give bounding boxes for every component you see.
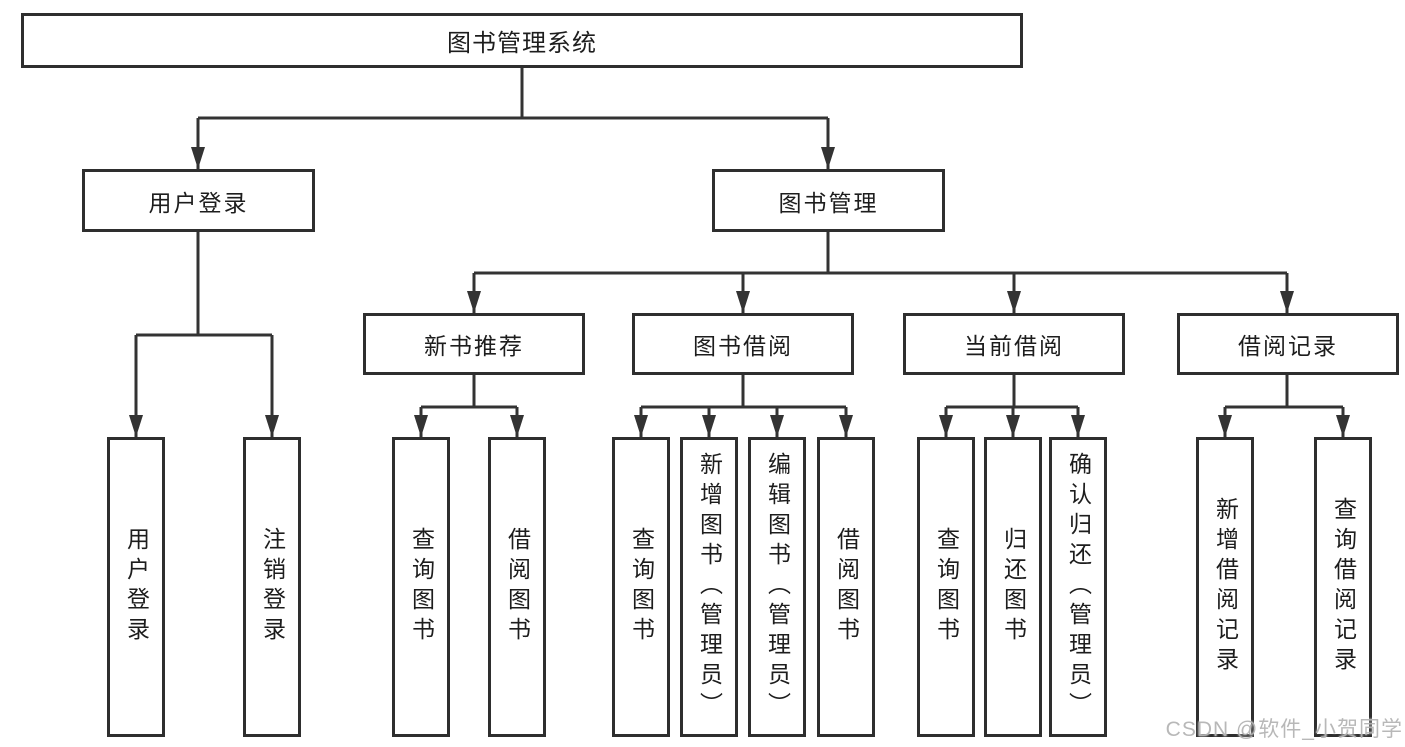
leaf-user-login: 用户登录: [107, 437, 165, 737]
leaf-edit-books-admin: 编辑图书（管理员）: [748, 437, 806, 737]
leaf-add-books-admin: 新增图书（管理员）: [680, 437, 738, 737]
leaf-logout: 注销登录: [243, 437, 301, 737]
watermark: CSDN @软件_小贺同学: [1165, 718, 1403, 741]
node-new-book-recommend: 新书推荐: [363, 313, 585, 375]
leaf-add-borrow-record: 新增借阅记录: [1196, 437, 1254, 737]
leaf-query-books-borrow: 查询图书: [612, 437, 670, 737]
node-book-borrow: 图书借阅: [632, 313, 854, 375]
leaf-query-books-current: 查询图书: [917, 437, 975, 737]
leaf-confirm-return-admin: 确认归还（管理员）: [1049, 437, 1107, 737]
leaf-return-books: 归还图书: [984, 437, 1042, 737]
leaf-borrow-books-recommend: 借阅图书: [488, 437, 546, 737]
node-current-borrow: 当前借阅: [903, 313, 1125, 375]
leaf-query-books-recommend: 查询图书: [392, 437, 450, 737]
leaf-query-borrow-record: 查询借阅记录: [1314, 437, 1372, 737]
connector-paths: [134, 68, 1345, 437]
leaf-borrow-books: 借阅图书: [817, 437, 875, 737]
node-borrow-records: 借阅记录: [1177, 313, 1399, 375]
arrowheads: [129, 147, 1350, 437]
node-user-login: 用户登录: [82, 169, 315, 232]
node-library-management-system: 图书管理系统: [21, 13, 1023, 68]
node-book-management: 图书管理: [712, 169, 945, 232]
